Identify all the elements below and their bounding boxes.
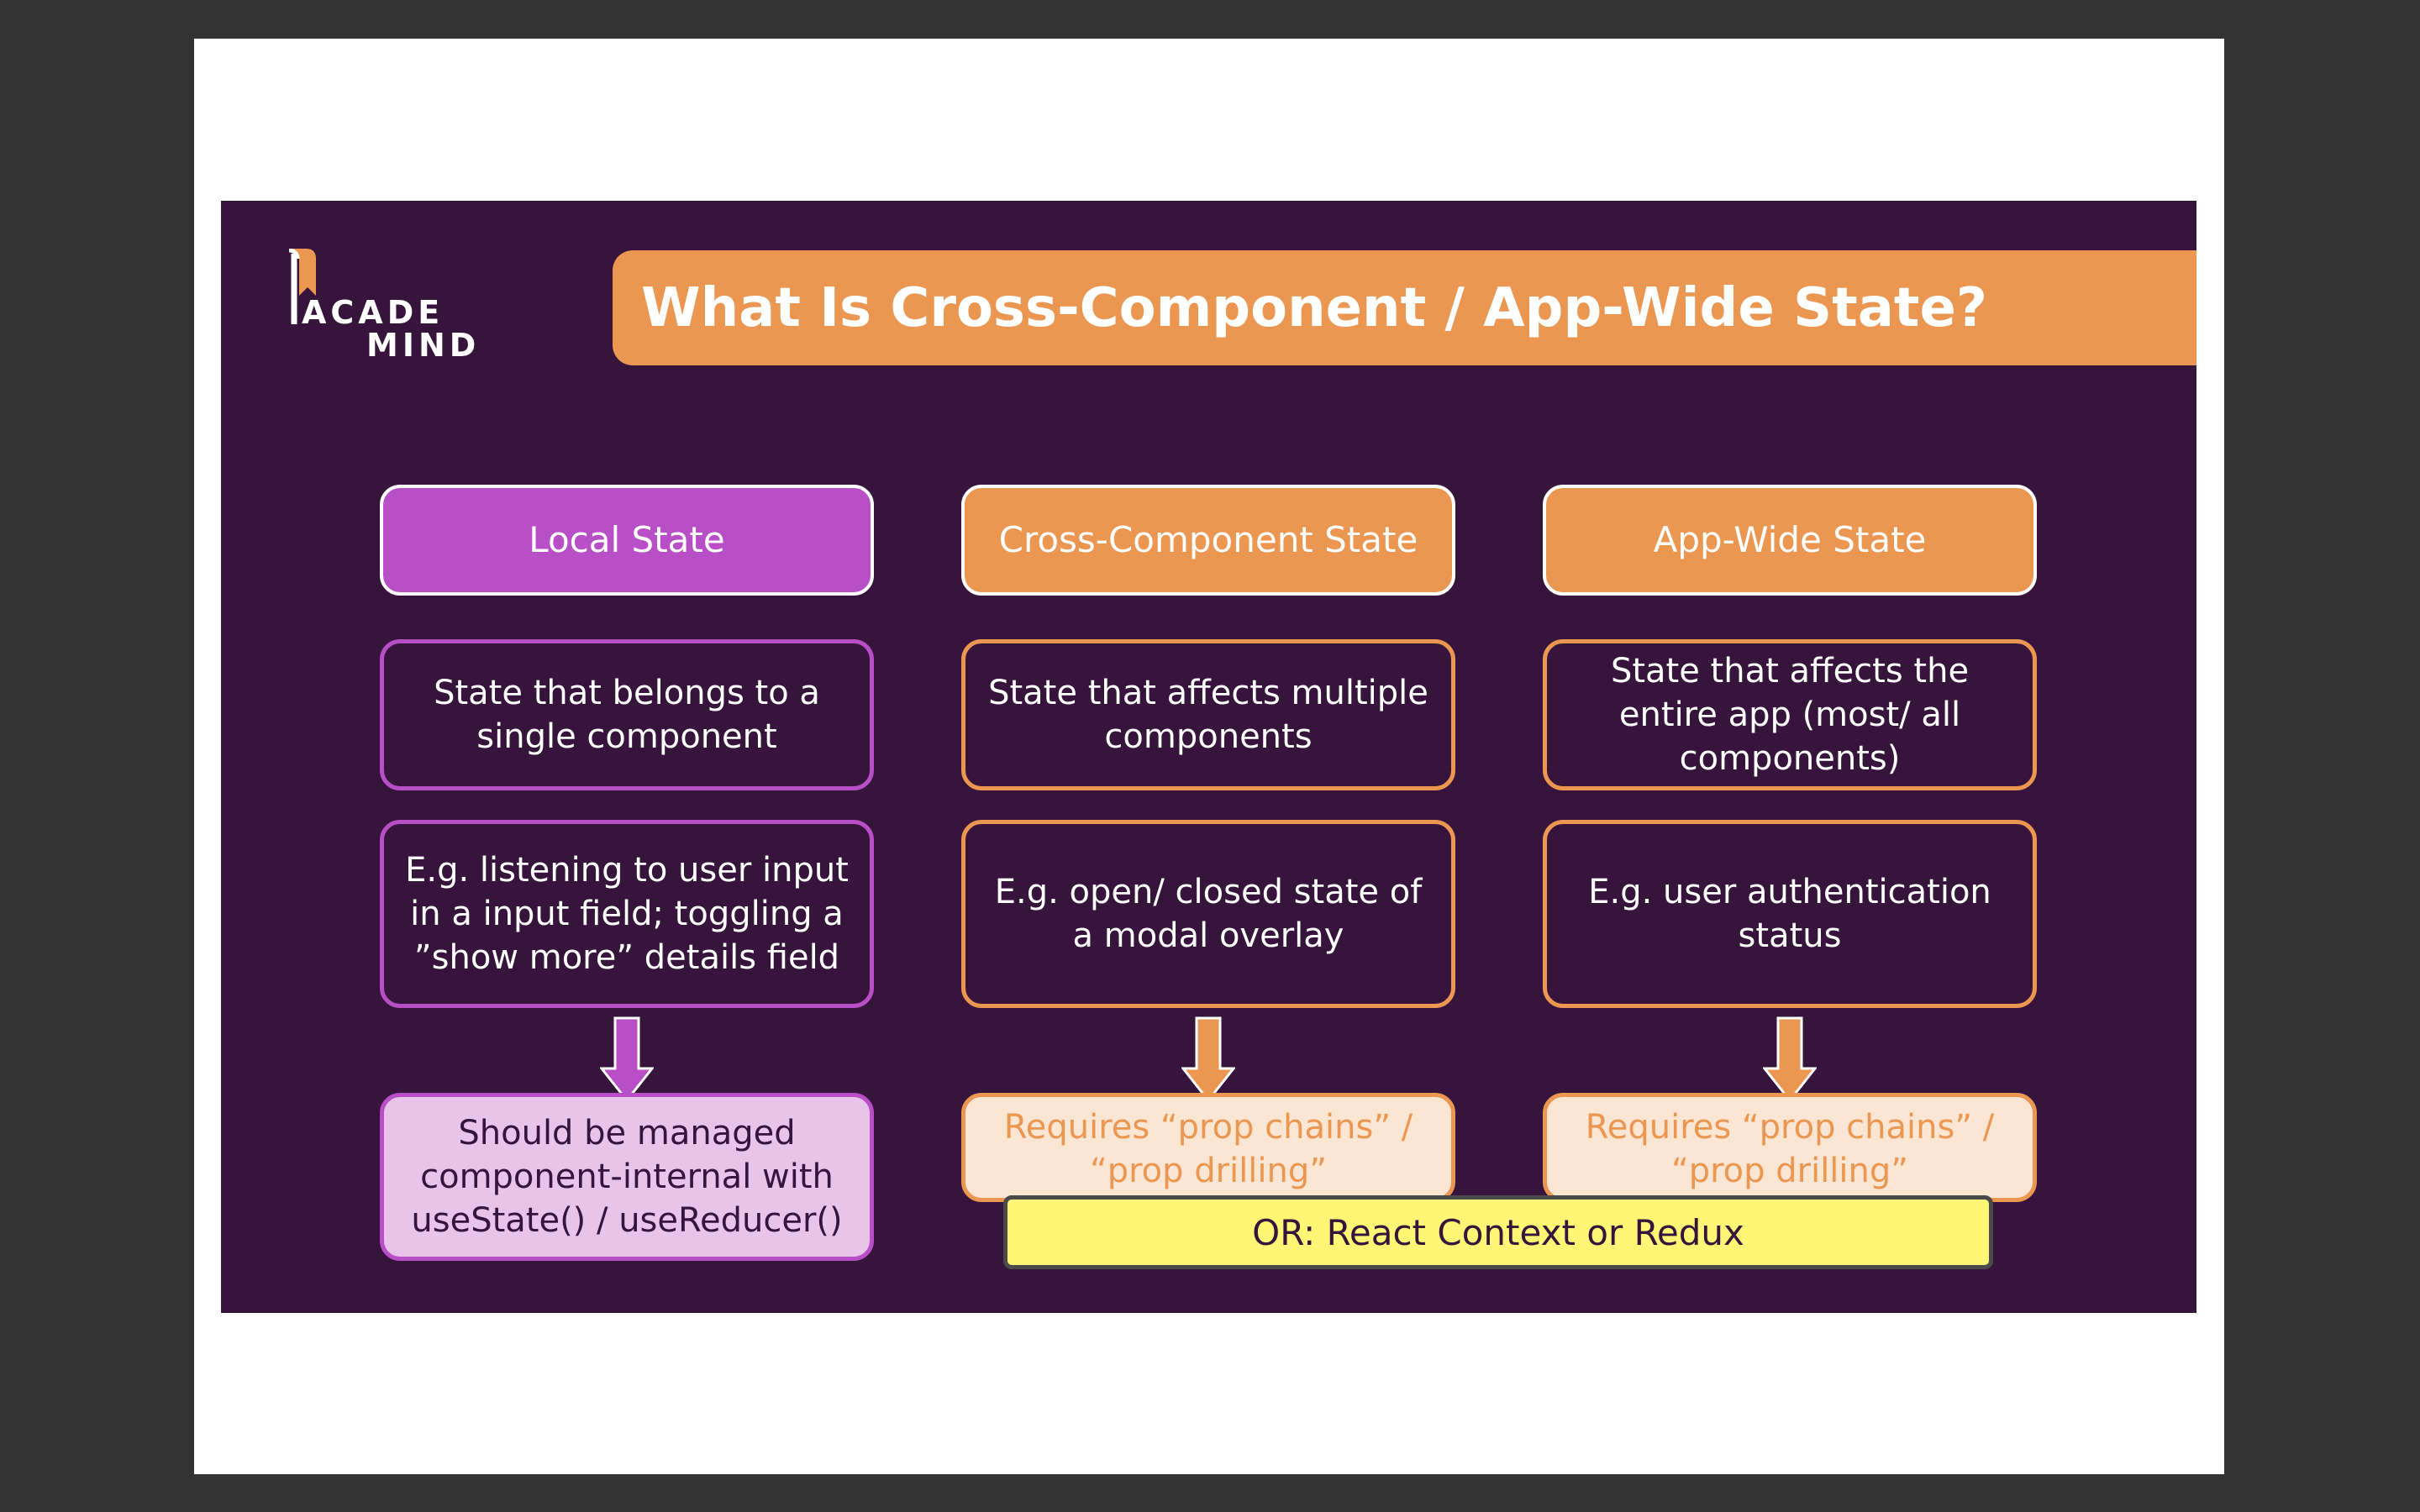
cross-component-state-header: Cross-Component State xyxy=(961,485,1455,596)
local-state-description: State that belongs to a single component xyxy=(380,639,874,790)
slide: ACADE MIND What Is Cross-Component / App… xyxy=(221,201,2196,1313)
logo-text-line2: MIND xyxy=(366,327,481,364)
title-bar: What Is Cross-Component / App-Wide State… xyxy=(613,250,2196,365)
local-state-example: E.g. listening to user input in a input … xyxy=(380,820,874,1008)
arrow-down-icon xyxy=(1181,1016,1235,1102)
slide-title: What Is Cross-Component / App-Wide State… xyxy=(641,276,1987,339)
alternative-solution-box: OR: React Context or Redux xyxy=(1003,1195,1993,1269)
local-state-header: Local State xyxy=(380,485,874,596)
app-wide-state-description: State that affects the entire app (most/… xyxy=(1543,639,2037,790)
cross-component-state-description: State that affects multiple components xyxy=(961,639,1455,790)
arrow-down-icon xyxy=(1763,1016,1817,1102)
logo-text-line1: ACADE xyxy=(302,294,445,331)
logo-flag-icon xyxy=(277,249,316,324)
cross-component-state-result: Requires “prop chains” / “prop drilling” xyxy=(961,1093,1455,1202)
app-wide-state-result: Requires “prop chains” / “prop drilling” xyxy=(1543,1093,2037,1202)
arrow-down-icon xyxy=(600,1016,654,1102)
app-wide-state-header: App-Wide State xyxy=(1543,485,2037,596)
app-wide-state-example: E.g. user authentication status xyxy=(1543,820,2037,1008)
cross-component-state-example: E.g. open/ closed state of a modal overl… xyxy=(961,820,1455,1008)
academind-logo: ACADE MIND xyxy=(277,249,476,375)
local-state-result: Should be managed component-internal wit… xyxy=(380,1093,874,1261)
